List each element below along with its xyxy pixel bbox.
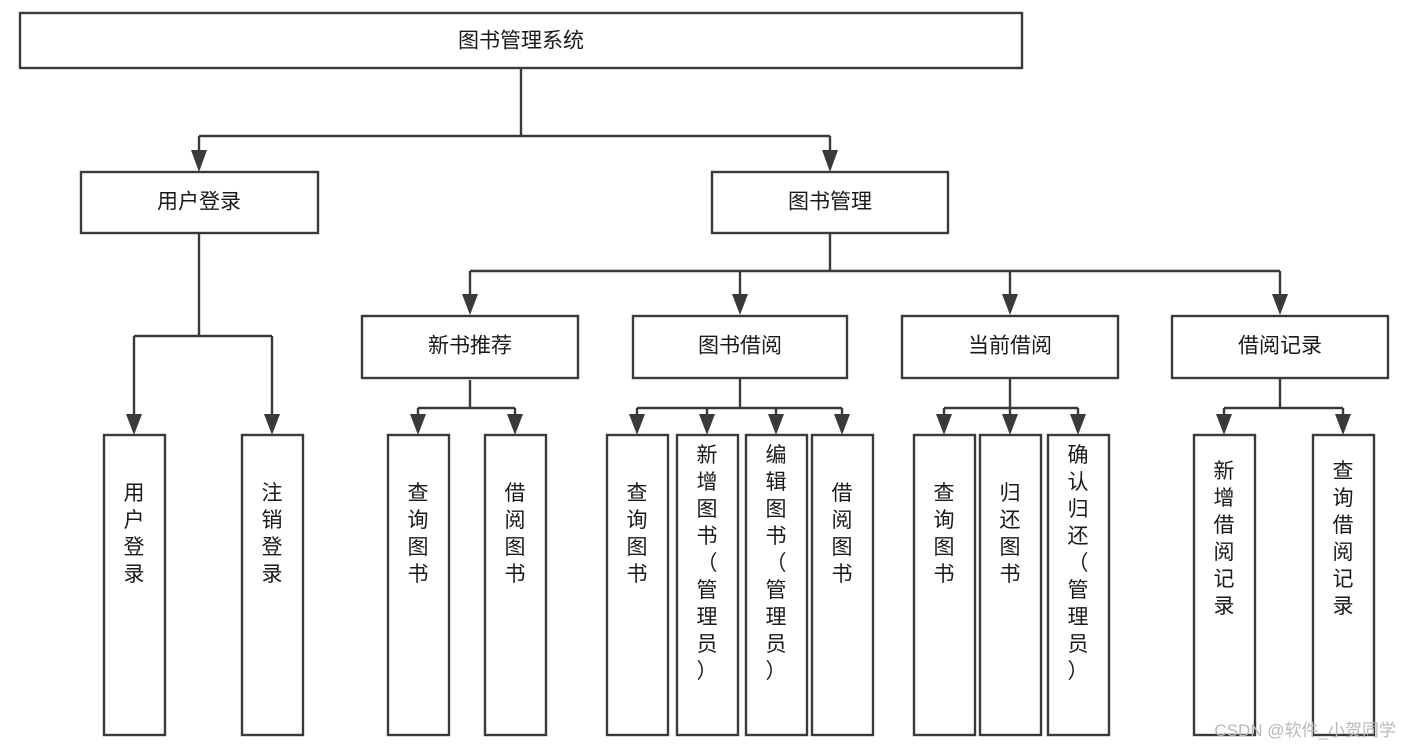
arrow-head-user-login: [191, 150, 207, 172]
node-borrow-record-label: 借阅记录: [1238, 335, 1322, 358]
connectors-user-login-to-leaves: [126, 233, 280, 435]
leaf-edit-book-label: 编辑图书（管理员）: [766, 444, 787, 683]
node-root-title-box[interactable]: [18, 11, 1024, 70]
arrow-head-leaf-borrow-book-2: [834, 414, 850, 435]
leaf-edit-book[interactable]: 编辑图书（管理员）: [744, 433, 809, 737]
arrow-head-leaf-query-book-2: [629, 414, 645, 435]
arrow-head-leaf-add-record: [1216, 414, 1232, 435]
arrow-head-leaf-query-book-3: [936, 414, 952, 435]
leaf-add-record[interactable]: 新增借阅记录: [1192, 433, 1257, 737]
node-book-borrow-box[interactable]: [631, 314, 849, 380]
leaf-user-login-box[interactable]: [102, 433, 167, 737]
node-root-title[interactable]: 图书管理系统: [18, 11, 1024, 70]
node-book-borrow-label: 图书借阅: [698, 335, 782, 358]
node-user-login[interactable]: 用户登录: [79, 170, 320, 235]
connectors-borrow-record-to-leaves: [1216, 378, 1351, 435]
connectors-new-book-recommend-to-leaves: [410, 380, 523, 435]
arrow-head-leaf-add-book: [699, 414, 715, 435]
leaf-borrow-book-1[interactable]: 借阅图书: [483, 433, 548, 737]
connectors-root-to-level1: [191, 68, 838, 172]
node-current-borrow[interactable]: 当前借阅: [900, 314, 1120, 380]
connectors-book-management-to-level2: [462, 233, 1288, 315]
leaf-add-record-box[interactable]: [1192, 433, 1257, 737]
leaf-add-book-box[interactable]: [675, 433, 740, 737]
leaf-query-book-3-box[interactable]: [912, 433, 977, 737]
leaf-query-book-2-label: 查询图书: [627, 482, 648, 586]
node-book-management-label: 图书管理: [788, 191, 872, 214]
arrow-head-leaf-query-book-1: [410, 414, 426, 435]
leaf-query-record-box[interactable]: [1311, 433, 1376, 737]
leaf-logout-login-box[interactable]: [240, 433, 305, 737]
leaf-confirm-return-box[interactable]: [1046, 433, 1111, 737]
leaf-confirm-return-label: 确认归还（管理员）: [1068, 444, 1089, 683]
leaf-query-book-3-label: 查询图书: [934, 482, 955, 586]
leaf-query-book-2[interactable]: 查询图书: [605, 433, 670, 737]
arrow-head-leaf-logout-login: [264, 414, 280, 435]
node-current-borrow-label: 当前借阅: [968, 335, 1052, 358]
leaf-logout-login-label: 注销登录: [262, 482, 283, 586]
arrow-head-current-borrow: [1002, 294, 1018, 315]
leaf-confirm-return[interactable]: 确认归还（管理员）: [1046, 433, 1111, 737]
arrow-head-leaf-user-login: [126, 414, 142, 435]
arrow-head-leaf-query-record: [1335, 414, 1351, 435]
arrow-head-book-borrow: [732, 294, 748, 315]
arrow-head-new-book-recommend: [462, 294, 478, 315]
arrow-head-leaf-return-book: [1002, 414, 1018, 435]
leaf-edit-book-box[interactable]: [744, 433, 809, 737]
csdn-watermark: CSDN @软件_小贺同学: [1214, 721, 1396, 740]
node-root-title-label: 图书管理系统: [458, 30, 584, 53]
leaf-return-book-label: 归还图书: [1000, 482, 1021, 586]
leaf-query-record[interactable]: 查询借阅记录: [1311, 433, 1376, 737]
leaf-borrow-book-2-box[interactable]: [810, 433, 875, 737]
arrow-head-leaf-borrow-book-1: [507, 414, 523, 435]
node-book-borrow[interactable]: 图书借阅: [631, 314, 849, 380]
arrow-head-book-management: [822, 150, 838, 172]
leaf-borrow-book-1-label: 借阅图书: [505, 482, 526, 586]
leaf-user-login[interactable]: 用户登录: [102, 433, 167, 737]
node-borrow-record-box[interactable]: [1170, 314, 1390, 380]
connectors-current-borrow-to-leaves: [936, 378, 1086, 435]
arrow-head-leaf-confirm-return: [1070, 414, 1086, 435]
connectors-book-borrow-to-leaves: [629, 378, 850, 435]
node-user-login-box[interactable]: [79, 170, 320, 235]
leaf-add-book[interactable]: 新增图书（管理员）: [675, 433, 740, 737]
node-borrow-record[interactable]: 借阅记录: [1170, 314, 1390, 380]
node-new-book-recommend-box[interactable]: [360, 314, 580, 380]
node-book-management[interactable]: 图书管理: [710, 170, 950, 235]
leaf-query-book-1[interactable]: 查询图书: [386, 433, 451, 737]
leaf-logout-login[interactable]: 注销登录: [240, 433, 305, 737]
node-new-book-recommend[interactable]: 新书推荐: [360, 314, 580, 380]
leaf-query-book-2-box[interactable]: [605, 433, 670, 737]
leaf-add-book-label: 新增图书（管理员）: [697, 444, 718, 683]
leaf-borrow-book-2-label: 借阅图书: [832, 482, 853, 586]
leaf-user-login-label: 用户登录: [124, 482, 145, 586]
leaf-return-book-box[interactable]: [978, 433, 1043, 737]
leaf-borrow-book-2[interactable]: 借阅图书: [810, 433, 875, 737]
leaf-query-record-label: 查询借阅记录: [1333, 460, 1354, 618]
node-user-login-label: 用户登录: [157, 191, 241, 214]
node-new-book-recommend-label: 新书推荐: [428, 335, 512, 358]
leaf-return-book[interactable]: 归还图书: [978, 433, 1043, 737]
node-book-management-box[interactable]: [710, 170, 950, 235]
leaf-query-book-3[interactable]: 查询图书: [912, 433, 977, 737]
leaf-add-record-label: 新增借阅记录: [1214, 460, 1235, 618]
leaf-borrow-book-1-box[interactable]: [483, 433, 548, 737]
arrow-head-leaf-edit-book: [768, 414, 784, 435]
leaf-query-book-1-label: 查询图书: [408, 482, 429, 586]
node-current-borrow-box[interactable]: [900, 314, 1120, 380]
leaf-query-book-1-box[interactable]: [386, 433, 451, 737]
arrow-head-borrow-record: [1272, 294, 1288, 315]
